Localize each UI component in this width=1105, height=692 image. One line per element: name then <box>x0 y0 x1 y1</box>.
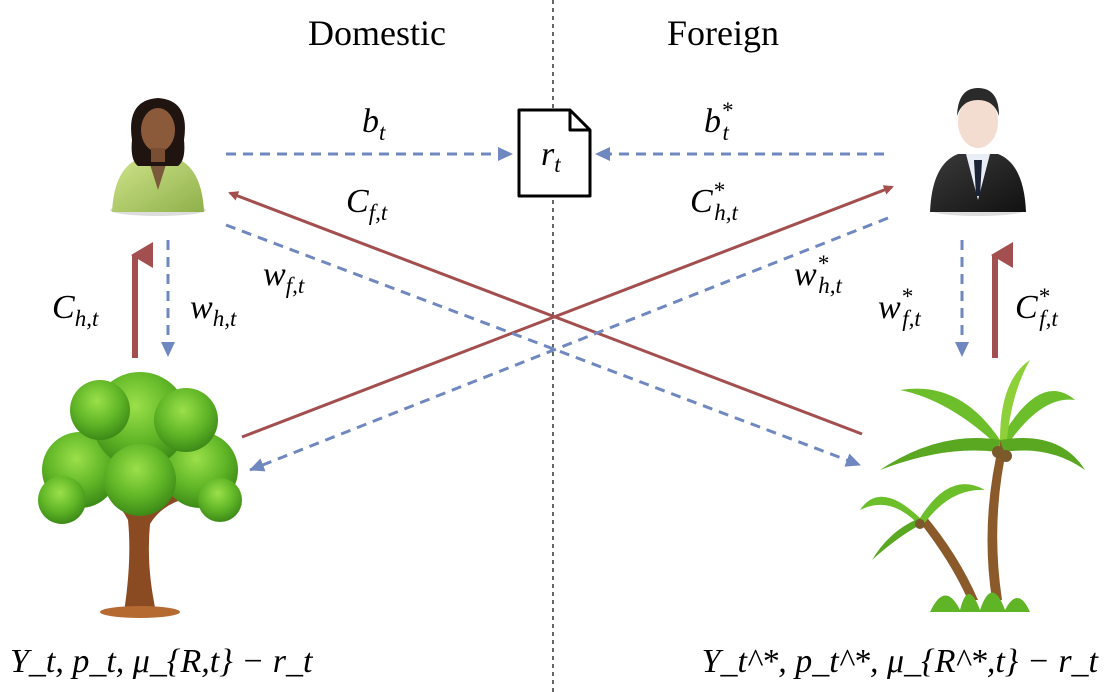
label-w-h: wh,t <box>190 289 237 331</box>
label-C-f-star: C*f,t <box>1015 284 1058 331</box>
domestic-household-icon <box>110 98 206 216</box>
bond-document-icon <box>517 108 592 198</box>
label-w-f: wf,t <box>263 256 305 298</box>
label-b-domestic: bt <box>362 103 386 145</box>
arrow-C-h-star <box>241 185 894 439</box>
domestic-tree-icon <box>38 372 242 618</box>
arrow-w-h-star <box>249 216 889 472</box>
foreign-palm-icon <box>860 360 1085 612</box>
arrow-w-f <box>225 223 861 467</box>
bond-rate-label: rt <box>541 136 561 177</box>
label-w-h-star: w*h,t <box>794 251 842 298</box>
arrow-C-f <box>228 191 863 436</box>
label-w-f-star: w*f,t <box>878 284 921 331</box>
label-C-h-star: C*h,t <box>690 178 738 225</box>
domestic-state-label: Y_t, p_t, μ_{R,t} − r_t <box>10 643 314 680</box>
domestic-header: Domestic <box>308 13 446 53</box>
foreign-household-icon <box>930 88 1026 216</box>
foreign-state-label: Y_t^*, p_t^*, μ_{R^*,t} − r_t <box>702 643 1100 680</box>
label-C-h: Ch,t <box>52 289 99 331</box>
foreign-header: Foreign <box>667 13 779 53</box>
label-b-foreign: b*t <box>704 98 733 145</box>
label-C-f: Cf,t <box>346 183 388 225</box>
